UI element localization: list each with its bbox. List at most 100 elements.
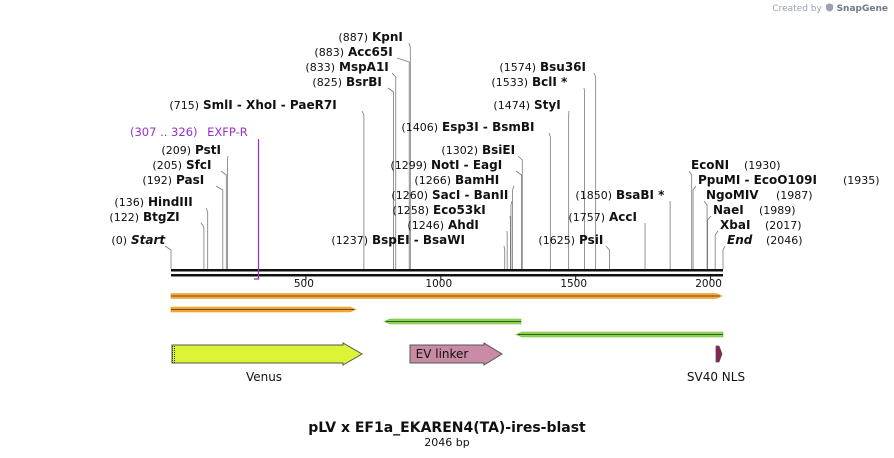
- site-name[interactable]: NgoMIV: [706, 188, 759, 202]
- site-name[interactable]: HindIII: [148, 195, 193, 209]
- site-connector-line: [703, 200, 708, 269]
- site-name[interactable]: Bsu36I: [540, 60, 586, 74]
- site-connector-line: [391, 72, 397, 269]
- tick-label: 500: [294, 278, 314, 290]
- snapgene-credit: Created by SnapGene: [772, 3, 888, 14]
- site-connector-line: [510, 200, 513, 269]
- site-position: (1246): [407, 219, 444, 232]
- site-connector-line: [688, 170, 693, 269]
- backbone-bottom-strand: [171, 274, 723, 277]
- site-name[interactable]: NaeI: [713, 203, 744, 217]
- site-position: (0): [111, 234, 127, 247]
- credit-prefix: Created by: [772, 4, 822, 14]
- site-connector-line: [512, 185, 515, 269]
- site-name[interactable]: EcoNI: [691, 158, 729, 172]
- orf-forward-2[interactable]: [170, 306, 357, 313]
- tick-label: 1500: [560, 278, 587, 290]
- site-position: (883): [314, 46, 344, 59]
- feature-venus[interactable]: [171, 342, 363, 366]
- plasmid-name: pLV x EF1a_EKAREN4(TA)-ires-blast: [308, 420, 586, 436]
- site-position: (1989): [759, 204, 796, 217]
- primer-position: (307 .. 326): [130, 125, 198, 139]
- site-connector-line: [593, 72, 597, 269]
- site-name[interactable]: Acc65I: [348, 45, 393, 59]
- backbone-top-strand: [171, 269, 723, 272]
- site-labels: (0)Start(122)BtgZI(136)HindIII(192)PasI(…: [109, 30, 879, 247]
- site-name[interactable]: BsrBI: [346, 75, 382, 89]
- feature-sv40-nls[interactable]: [715, 345, 723, 363]
- site-connector-line: [408, 42, 411, 269]
- primer-exfp-r[interactable]: [254, 139, 260, 280]
- site-name[interactable]: XbaI: [720, 218, 750, 232]
- feature-label-ev-linker: EV linker: [416, 347, 469, 361]
- tick-label: 1000: [425, 278, 452, 290]
- site-connector-line: [548, 132, 551, 269]
- primer-name: EXFP-R: [207, 125, 248, 139]
- plasmid-length: 2046 bp: [424, 436, 469, 449]
- site-position: (209): [161, 144, 191, 157]
- site-position: (1258): [392, 204, 429, 217]
- site-position: (192): [142, 174, 172, 187]
- site-position: (715): [169, 99, 199, 112]
- primer-label: (307 .. 326) EXFP-R: [130, 125, 248, 139]
- site-connector-line: [220, 170, 227, 269]
- site-name[interactable]: PpuMI - EcoO109I: [698, 173, 817, 187]
- site-name[interactable]: PasI: [176, 173, 204, 187]
- site-name[interactable]: NotI - EagI: [431, 158, 502, 172]
- orf-reverse-1[interactable]: [383, 318, 522, 325]
- site-position: (1474): [493, 99, 530, 112]
- site-position: (887): [338, 31, 368, 44]
- site-name[interactable]: BclI *: [532, 75, 568, 89]
- site-position: (1533): [491, 76, 528, 89]
- site-position: (1987): [776, 189, 813, 202]
- site-position: (136): [114, 196, 144, 209]
- feature-label-venus: Venus: [246, 370, 282, 384]
- site-name[interactable]: SfcI: [186, 158, 211, 172]
- site-name[interactable]: SacI - BanII: [432, 188, 508, 202]
- orf-forward-1[interactable]: [170, 293, 723, 299]
- site-connector-line: [503, 245, 506, 269]
- site-connector-line: [707, 215, 712, 269]
- feature-ev-linker[interactable]: [409, 342, 503, 366]
- site-name[interactable]: BspEI - BsaWI: [372, 233, 465, 247]
- site-position: (205): [152, 159, 182, 172]
- site-position: (1260): [391, 189, 428, 202]
- feature-label-sv40-nls: SV40 NLS: [687, 370, 745, 384]
- site-name[interactable]: AccI: [609, 210, 637, 224]
- site-name[interactable]: PsiI: [579, 233, 603, 247]
- site-connector-line: [722, 245, 726, 269]
- site-name[interactable]: StyI: [534, 98, 561, 112]
- site-position: (1299): [390, 159, 427, 172]
- site-name[interactable]: BtgZI: [143, 210, 180, 224]
- site-name[interactable]: Esp3I - BsmBI: [442, 120, 534, 134]
- site-connector-line: [164, 245, 172, 269]
- site-position: (1625): [538, 234, 575, 247]
- site-position: (1574): [499, 61, 536, 74]
- site-name[interactable]: End: [727, 233, 753, 247]
- site-position: (122): [109, 211, 139, 224]
- site-name[interactable]: Eco53kI: [433, 203, 486, 217]
- site-name[interactable]: Start: [131, 233, 166, 247]
- site-name[interactable]: BamHI: [455, 173, 499, 187]
- site-name[interactable]: BsaBI *: [616, 188, 665, 202]
- site-name[interactable]: SmlI - XhoI - PaeR7I: [203, 98, 337, 112]
- site-position: (2046): [766, 234, 803, 247]
- site-name[interactable]: AhdI: [448, 218, 479, 232]
- site-name[interactable]: PstI: [195, 143, 221, 157]
- credit-brand: SnapGene: [836, 4, 888, 14]
- site-position: (825): [312, 76, 342, 89]
- site-connector-line: [226, 155, 229, 269]
- site-name[interactable]: BsiEI: [482, 143, 515, 157]
- site-position: (1935): [843, 174, 880, 187]
- snapgene-logo-icon: [825, 3, 833, 12]
- site-connector-line: [605, 245, 610, 269]
- site-position: (1302): [441, 144, 478, 157]
- site-connector-line: [396, 57, 410, 269]
- orf-reverse-2[interactable]: [515, 331, 724, 338]
- site-name[interactable]: KpnI: [372, 30, 403, 44]
- site-position: (1237): [331, 234, 368, 247]
- site-connector-line: [387, 87, 394, 269]
- site-connector-line: [583, 87, 585, 269]
- site-name[interactable]: MspA1I: [339, 60, 389, 74]
- site-connector-line: [200, 222, 205, 269]
